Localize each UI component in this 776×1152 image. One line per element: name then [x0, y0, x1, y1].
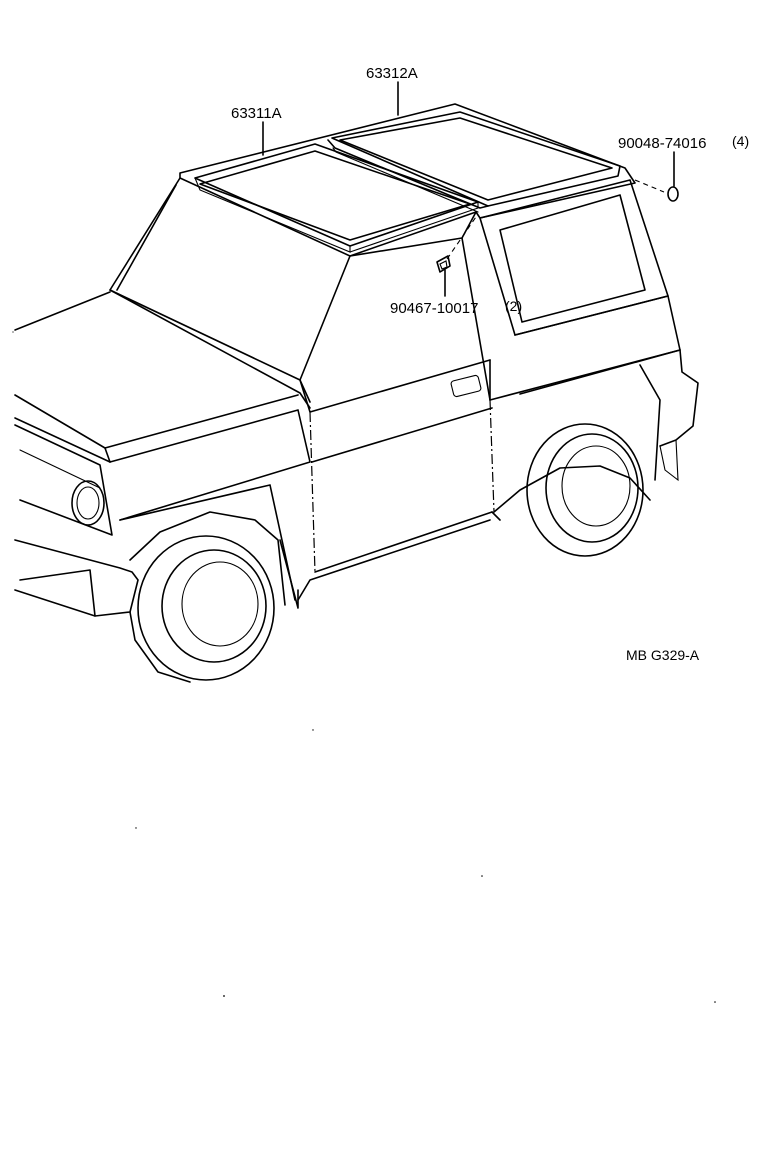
vehicle-outline-icon	[14, 103, 699, 683]
scan-specks	[12, 331, 716, 1003]
clip-icon	[436, 213, 479, 273]
callout-90048-quantity: (4)	[732, 133, 749, 149]
callout-63312A-label: 63312A	[366, 65, 418, 82]
callout-90048-label: 90048-74016	[618, 135, 706, 152]
figure-code: MB G329-A	[626, 647, 700, 663]
callout-90467-label: 90467-10017	[390, 300, 478, 317]
callout-63311A-label: 63311A	[231, 105, 282, 122]
roof-panel-front-icon	[194, 143, 479, 253]
roof-panel-rear-icon	[327, 111, 621, 213]
leader-lines	[262, 81, 675, 297]
plug-ring-icon	[634, 179, 679, 202]
callout-90467-quantity: (2)	[505, 298, 522, 314]
